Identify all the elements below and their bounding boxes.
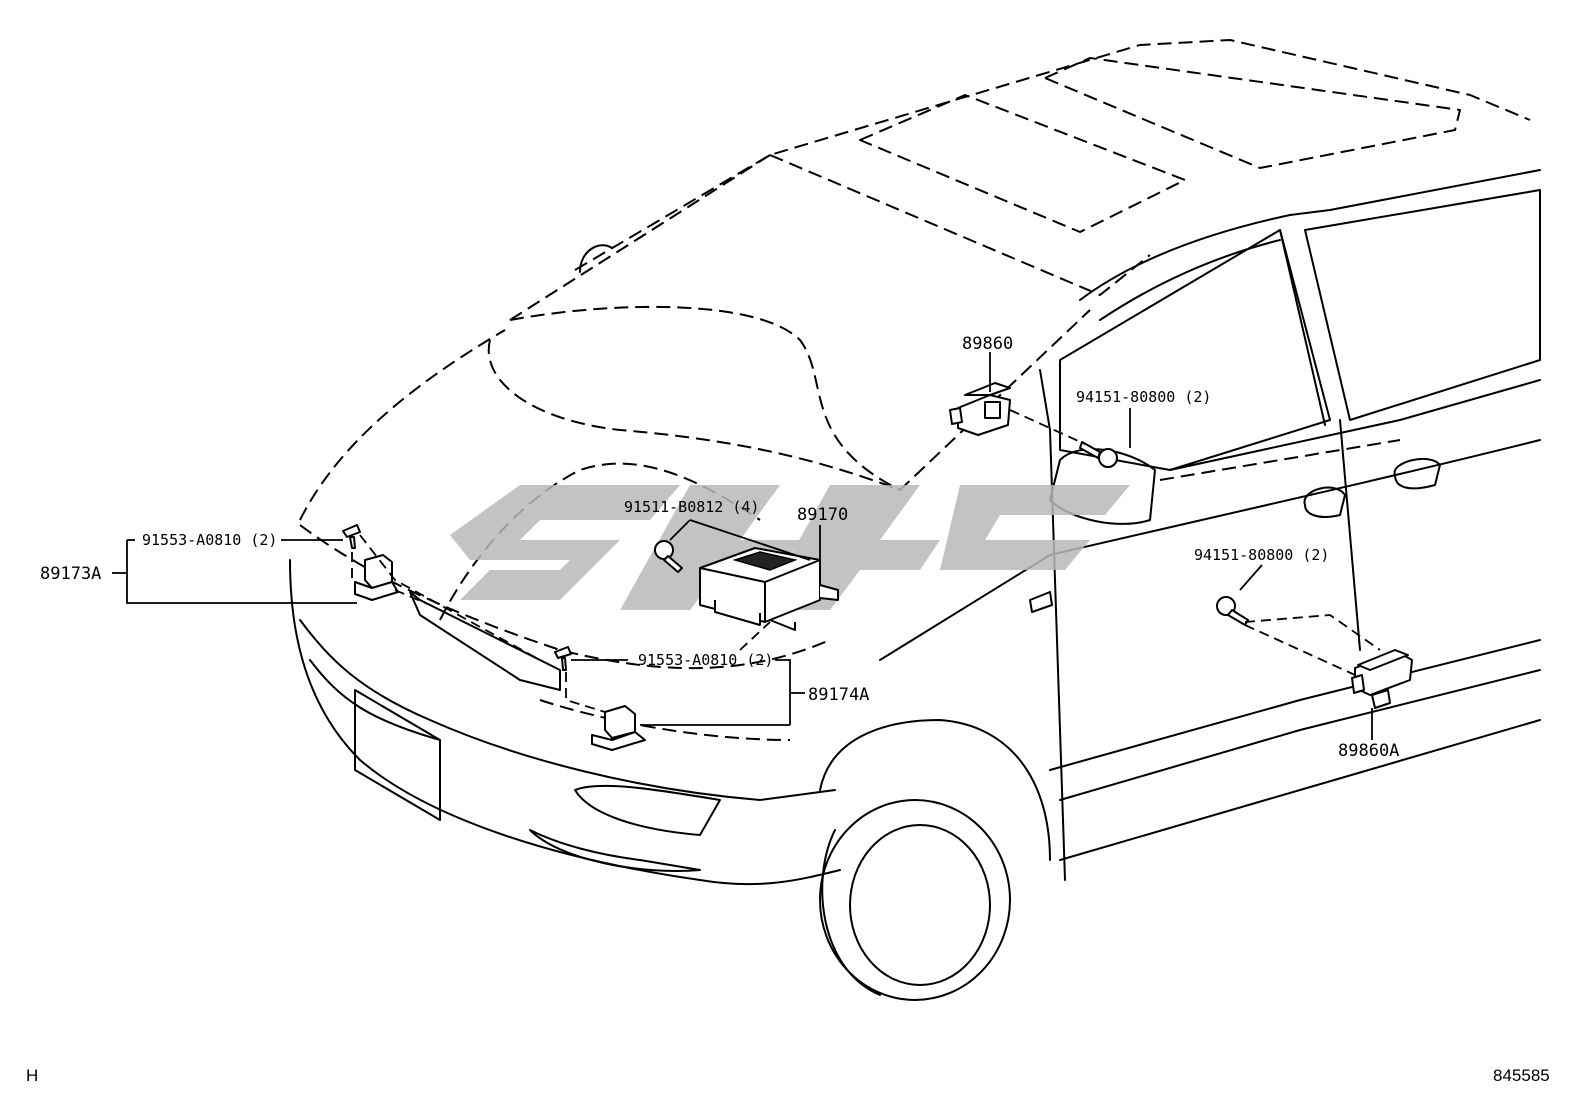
- label-94151-lower: 94151-80800 (2): [1194, 546, 1329, 564]
- label-89860A: 89860A: [1338, 741, 1399, 761]
- part-89170-airbag-ecu: [699, 547, 839, 631]
- part-89860-sensor: [949, 382, 1011, 436]
- label-89174A: 89174A: [808, 685, 869, 705]
- label-89170: 89170: [797, 505, 848, 525]
- part-94151-lower-bolt: [1216, 596, 1249, 626]
- diagram-number: 845585: [1493, 1066, 1550, 1085]
- label-89173A: 89173A: [40, 564, 101, 584]
- vehicle-outline: [289, 39, 1541, 1001]
- part-89174A-sensor: [591, 705, 646, 751]
- part-labels: 89860 94151-80800 (2) 91511-B0812 (4) 89…: [40, 334, 1399, 761]
- part-91553-left-bolt: [342, 524, 361, 549]
- label-91553-center: 91553-A0810 (2): [638, 651, 773, 669]
- part-89860A-sensor: [1351, 649, 1413, 709]
- part-89173A-sensor: [354, 554, 399, 601]
- label-91553-left: 91553-A0810 (2): [142, 531, 277, 549]
- label-94151-upper: 94151-80800 (2): [1076, 388, 1211, 406]
- label-89860: 89860: [962, 334, 1013, 354]
- part-91553-center-bolt: [554, 646, 572, 671]
- leader-lines: [112, 352, 1381, 740]
- label-91511: 91511-B0812 (4): [624, 498, 759, 516]
- part-94151-upper-bolt: [1079, 441, 1118, 468]
- part-91511-bolt: [654, 540, 683, 573]
- section-code: H: [26, 1066, 38, 1085]
